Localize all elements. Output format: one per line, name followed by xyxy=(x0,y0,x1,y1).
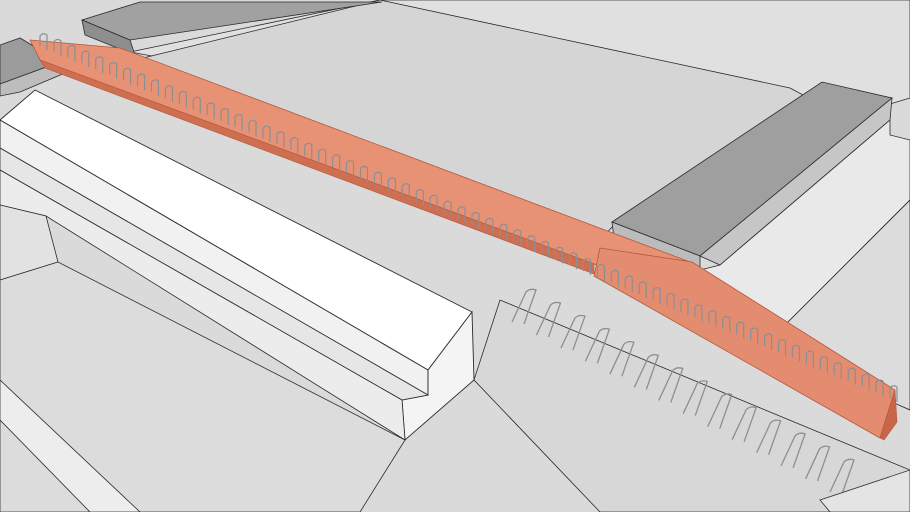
rebar-stirrup xyxy=(847,367,856,385)
rebar-stirrup xyxy=(485,217,494,235)
rebar-stirrup xyxy=(359,165,369,183)
rebar-stirrup xyxy=(875,379,884,397)
rebar-stirrup xyxy=(694,304,703,322)
rebar-stirrup xyxy=(666,292,675,310)
rebar-stirrup-loose xyxy=(731,406,757,442)
rebar-stirrup-loose xyxy=(633,354,660,390)
rebar-stirrup xyxy=(206,102,215,120)
rebar-stirrup xyxy=(889,385,898,402)
rebar-stirrup-loose xyxy=(780,432,806,469)
rebar-stirrup xyxy=(192,96,201,114)
rebar-stirrup xyxy=(791,344,801,362)
embankment-slope xyxy=(0,169,406,441)
rebar-stirrup xyxy=(819,356,828,374)
rebar-stirrup xyxy=(387,177,396,195)
rebar-stirrup xyxy=(248,119,257,137)
rebar-stirrup xyxy=(861,373,870,391)
rebar-stirrup xyxy=(708,310,717,327)
rebar-stirrup xyxy=(109,61,118,79)
rebar-stirrup xyxy=(638,281,647,299)
rebar-stirrup xyxy=(541,240,550,258)
rebar-stirrup-loose xyxy=(804,445,831,482)
rebar-stirrup-loose xyxy=(535,301,562,338)
lower-ground-left xyxy=(0,261,406,512)
rebar-stirrup xyxy=(39,33,48,50)
rebar-stirrup xyxy=(777,338,787,356)
rebar-stirrup xyxy=(499,223,508,241)
rebar-stirrup xyxy=(554,246,564,264)
rebar-stirrup-loose xyxy=(584,327,611,364)
rebar-stirrup xyxy=(178,90,187,108)
rebar-stirrup xyxy=(722,315,731,333)
girder-end xyxy=(879,389,898,441)
rebar-stirrup xyxy=(457,206,466,224)
rebar-stirrup xyxy=(318,148,327,166)
rebar-stirrup-loose xyxy=(609,341,635,377)
rebar-stirrup xyxy=(95,56,104,74)
rebar-stirrup xyxy=(136,73,146,91)
road-strip xyxy=(473,299,910,512)
rebar-stirrup xyxy=(736,321,745,339)
rebar-stirrup xyxy=(833,362,842,379)
rebar-stirrup xyxy=(332,154,341,172)
rebar-stirrup xyxy=(513,229,522,247)
rebar-stirrups-loose xyxy=(511,288,855,495)
rebar-stirrup-loose xyxy=(658,367,684,403)
rebar-stirrup xyxy=(373,171,383,189)
rebar-stirrup xyxy=(304,142,313,160)
rebar-stirrup xyxy=(596,263,605,281)
rebar-stirrup xyxy=(763,333,773,351)
rebar-stirrup xyxy=(610,269,619,287)
rebar-stirrup-loose xyxy=(511,288,537,325)
rebar-stirrup xyxy=(67,44,76,62)
rebar-stirrup xyxy=(150,79,160,97)
rebar-stirrup xyxy=(345,160,355,177)
rebar-stirrup xyxy=(652,287,661,304)
bottom-right-block xyxy=(819,469,910,512)
rebar-stirrup xyxy=(568,252,578,270)
rebar-stirrup xyxy=(624,275,633,293)
rebar-stirrup xyxy=(750,327,759,345)
rebar-stirrup xyxy=(164,85,174,102)
rebar-stirrup xyxy=(527,235,536,252)
rebar-stirrup xyxy=(471,212,480,229)
rebar-stirrup-loose xyxy=(682,380,709,416)
rebar-stirrup xyxy=(429,194,438,212)
rebar-stirrup xyxy=(81,50,90,68)
rebar-stirrup-loose xyxy=(707,393,733,429)
rebar-stirrup xyxy=(680,298,689,316)
rebar-stirrup xyxy=(443,200,452,218)
rebar-stirrup xyxy=(123,67,132,85)
rebar-stirrup xyxy=(415,188,424,206)
rebar-stirrup xyxy=(53,38,62,56)
rebar-stirrup xyxy=(582,258,592,276)
rebar-stirrup xyxy=(805,350,814,368)
rebar-stirrup-loose xyxy=(560,314,586,351)
rebar-stirrup-loose xyxy=(756,419,782,455)
rebar-stirrups-girder xyxy=(39,33,898,402)
rebar-stirrup xyxy=(262,125,271,143)
road-curb xyxy=(0,379,141,512)
rebar-stirrup xyxy=(234,113,243,131)
rebar-stirrup xyxy=(220,108,229,126)
rebar-stirrup-loose xyxy=(829,458,855,495)
rebar-stirrup xyxy=(401,183,410,201)
rebar-stirrup xyxy=(290,137,299,154)
rebar-stirrup xyxy=(276,131,285,149)
